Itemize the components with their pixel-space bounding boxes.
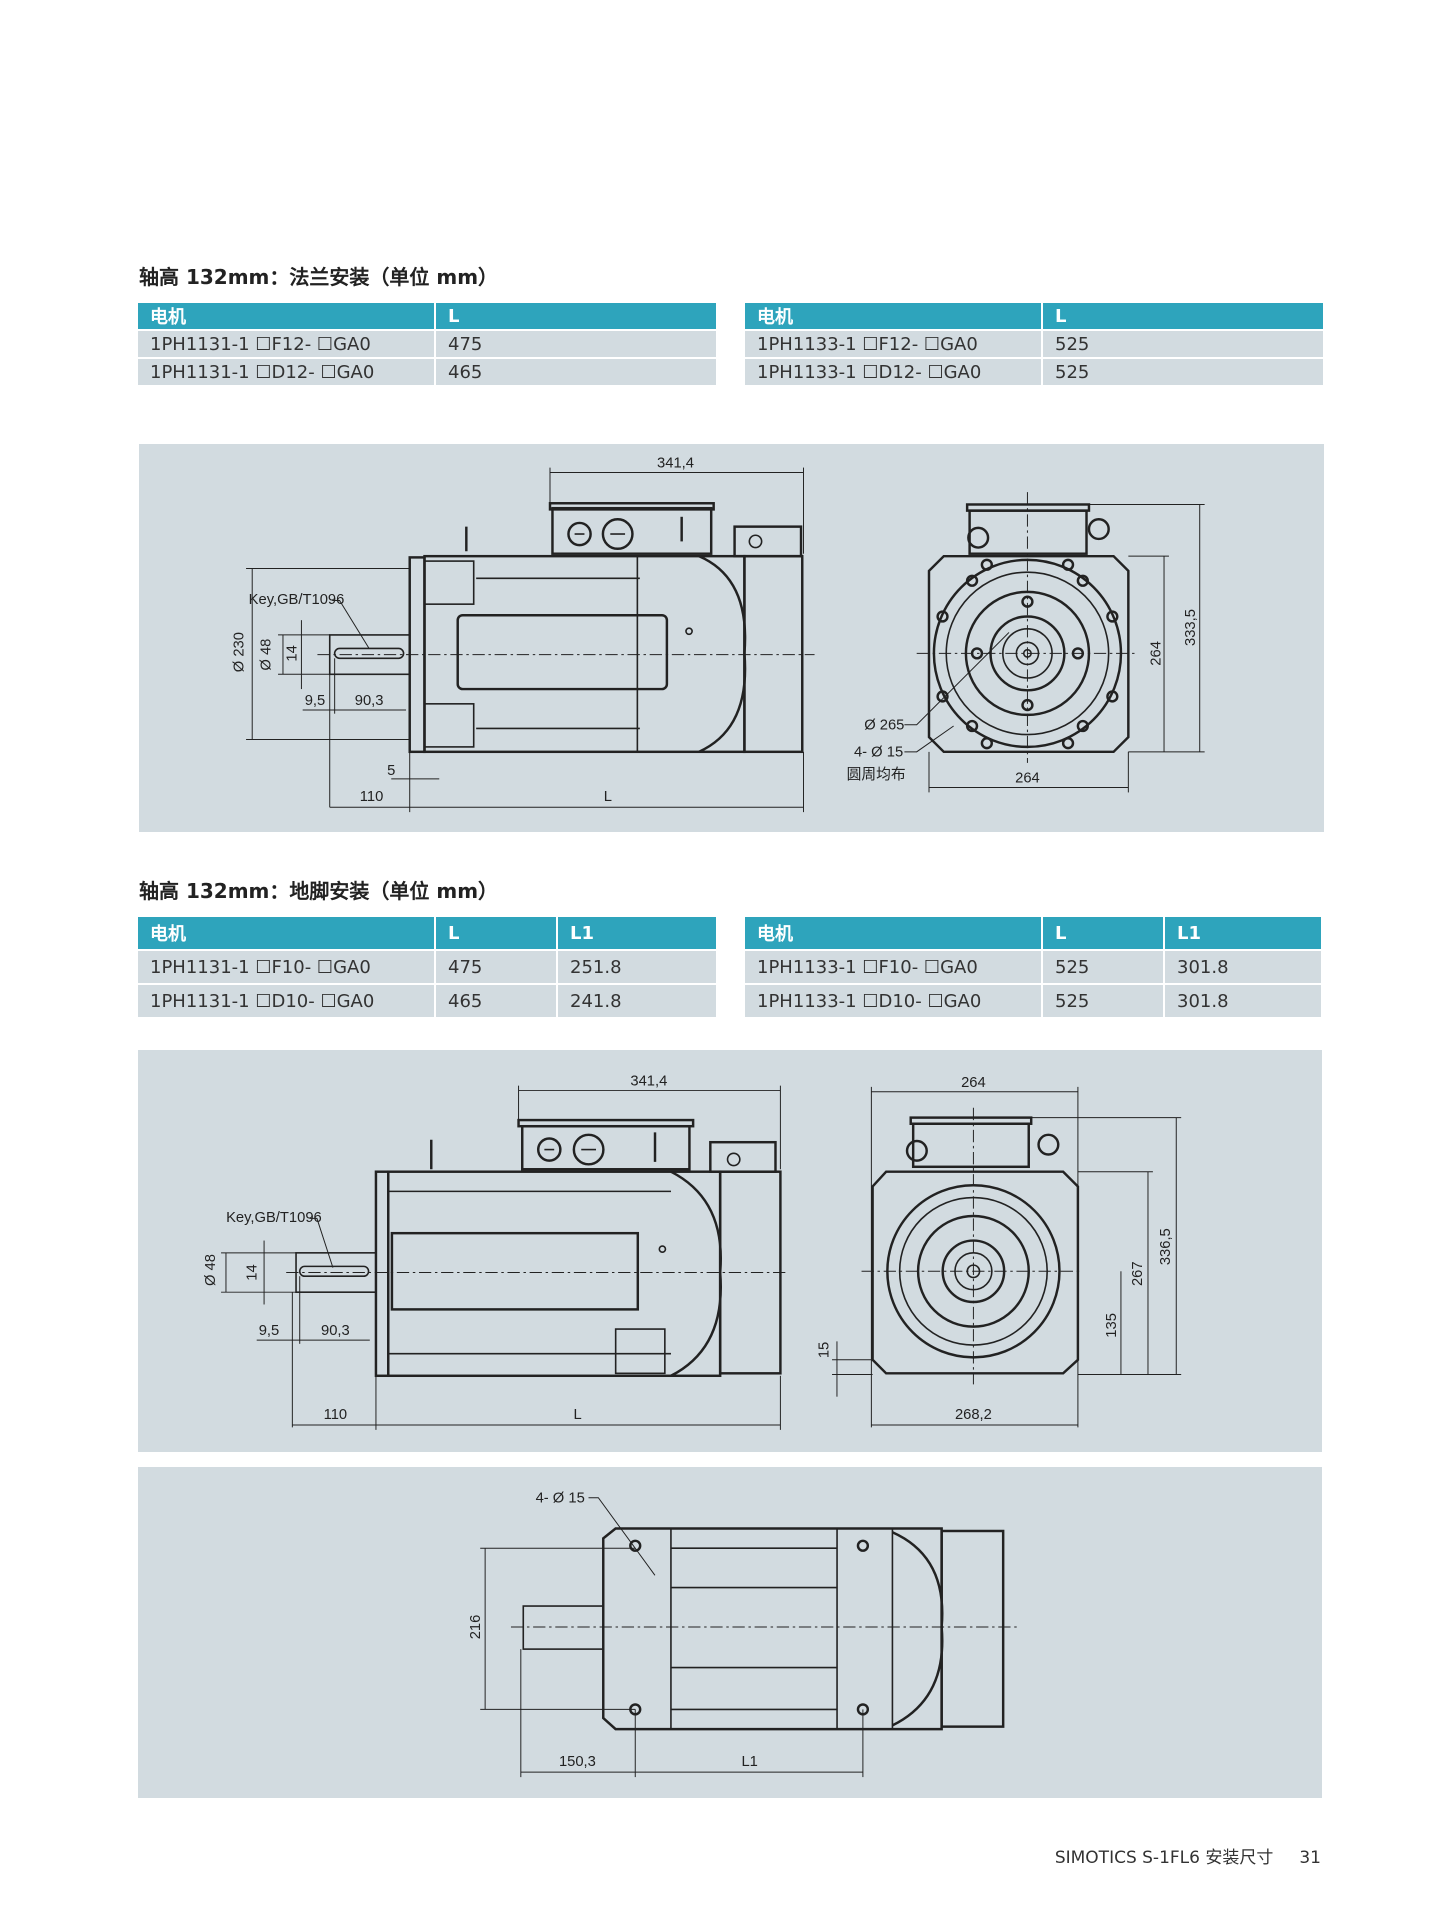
dim-pcd: Ø 265: [864, 718, 904, 734]
front-view: 264 336,5 267 135 15 268,2: [816, 1075, 1182, 1428]
flange-drawing: 341,4 Ø 230 Ø 48 14 9,5 90,3 5 110 L Key…: [232, 456, 1205, 813]
dim-flange-dia: Ø 230: [232, 632, 248, 672]
dim-key-offset: 9,5: [305, 693, 326, 709]
cell: 475: [436, 951, 556, 983]
dim-total-height: 333,5: [1183, 609, 1199, 646]
col-l: L: [436, 303, 716, 329]
dim-front-height: 264: [1148, 641, 1164, 666]
cell: 475: [436, 331, 716, 357]
foot-drawing-panel: 341,4 Ø 48 14 9,5 90,3 110 L Key,GB/T109…: [138, 1050, 1322, 1452]
side-view: 341,4 Ø 48 14 9,5 90,3 110 L Key,GB/T109…: [203, 1074, 788, 1430]
dim-foot-width: 268,2: [955, 1407, 992, 1423]
cell: 525: [1043, 951, 1163, 983]
dim-shaft-height: 135: [1104, 1313, 1120, 1338]
dim-key-width: 14: [285, 645, 301, 661]
cell: 1PH1133-1 ☐F10- ☐GA0: [745, 951, 1041, 983]
flange-drawing-panel: 341,4 Ø 230 Ø 48 14 9,5 90,3 5 110 L Key…: [139, 444, 1324, 832]
foot-section-title: 轴高 132mm：地脚安装（单位 mm）: [139, 879, 499, 903]
dim-shaft-len: 110: [360, 789, 384, 805]
dim-flange-thk: 5: [387, 763, 395, 779]
cell: 465: [436, 359, 716, 385]
col-l: L: [1043, 303, 1323, 329]
col-l1: L1: [1165, 917, 1321, 949]
cell: 1PH1131-1 ☐F10- ☐GA0: [138, 951, 434, 983]
key-label: Key,GB/T1096: [226, 1210, 322, 1226]
top-view-drawing: 4- Ø 15 216 150,3 L1: [468, 1491, 1020, 1778]
cell: 1PH1131-1 ☐D10- ☐GA0: [138, 985, 434, 1017]
col-motor: 电机: [745, 303, 1041, 329]
cell: 1PH1133-1 ☐D10- ☐GA0: [745, 985, 1041, 1017]
bolt-holes: [936, 558, 1119, 750]
dim-length: L: [604, 789, 612, 805]
dim-foot-len: L1: [741, 1754, 757, 1770]
cell: 1PH1131-1 ☐D12- ☐GA0: [138, 359, 434, 385]
dim-front-width-top: 264: [961, 1075, 986, 1091]
foot-drawing: 341,4 Ø 48 14 9,5 90,3 110 L Key,GB/T109…: [203, 1074, 1182, 1430]
flange-section-title: 轴高 132mm：法兰安装（单位 mm）: [139, 265, 499, 289]
dim-box-width: 341,4: [630, 1074, 667, 1090]
cell: 525: [1043, 359, 1323, 385]
col-l1: L1: [558, 917, 716, 949]
dim-key-width: 14: [245, 1264, 261, 1280]
cell: 301.8: [1165, 985, 1321, 1017]
page-footer: SIMOTICS S-1FL6 安装尺寸 31: [1029, 1843, 1321, 1868]
dim-key-length: 90,3: [355, 693, 384, 709]
dim-key-length: 90,3: [321, 1323, 350, 1339]
front-view: 264 333,5 264 Ø 265 4- Ø 15 圆周均布: [847, 492, 1205, 793]
footer-text: SIMOTICS S-1FL6 安装尺寸: [1054, 1848, 1274, 1868]
cell: 1PH1131-1 ☐F12- ☐GA0: [138, 331, 434, 357]
dim-shaft-dia: Ø 48: [259, 639, 275, 671]
col-l: L: [436, 917, 556, 949]
dim-foot-thk: 15: [816, 1342, 832, 1358]
cell: 525: [1043, 985, 1163, 1017]
key-label: Key,GB/T1096: [249, 592, 345, 608]
dim-total-height: 336,5: [1158, 1228, 1174, 1265]
dim-box-width: 341,4: [657, 456, 694, 472]
cell: 301.8: [1165, 951, 1321, 983]
col-motor: 电机: [138, 917, 434, 949]
cell: 1PH1133-1 ☐D12- ☐GA0: [745, 359, 1041, 385]
dim-length: L: [573, 1407, 581, 1423]
col-motor: 电机: [745, 917, 1041, 949]
dim-foot-offset: 150,3: [559, 1754, 596, 1770]
cell: 525: [1043, 331, 1323, 357]
dim-shaft-dia: Ø 48: [203, 1254, 219, 1286]
col-motor: 电机: [138, 303, 434, 329]
holes-note: 圆周均布: [847, 766, 906, 783]
cell: 465: [436, 985, 556, 1017]
foot-holes: [629, 1539, 870, 1716]
dim-front-width: 264: [1015, 771, 1040, 787]
dim-body-height: 267: [1130, 1261, 1146, 1286]
cell: 241.8: [558, 985, 716, 1017]
dim-shaft-len: 110: [324, 1407, 348, 1423]
cell: 251.8: [558, 951, 716, 983]
dim-key-offset: 9,5: [259, 1323, 280, 1339]
dim-foot-span: 216: [468, 1615, 484, 1640]
foot-top-view-panel: 4- Ø 15 216 150,3 L1: [138, 1467, 1322, 1798]
dim-holes: 4- Ø 15: [854, 745, 903, 761]
cell: 1PH1133-1 ☐F12- ☐GA0: [745, 331, 1041, 357]
page-number: 31: [1299, 1848, 1321, 1868]
side-view: 341,4 Ø 230 Ø 48 14 9,5 90,3 5 110 L Key…: [232, 456, 815, 813]
col-l: L: [1043, 917, 1163, 949]
dim-top-holes: 4- Ø 15: [536, 1491, 585, 1507]
